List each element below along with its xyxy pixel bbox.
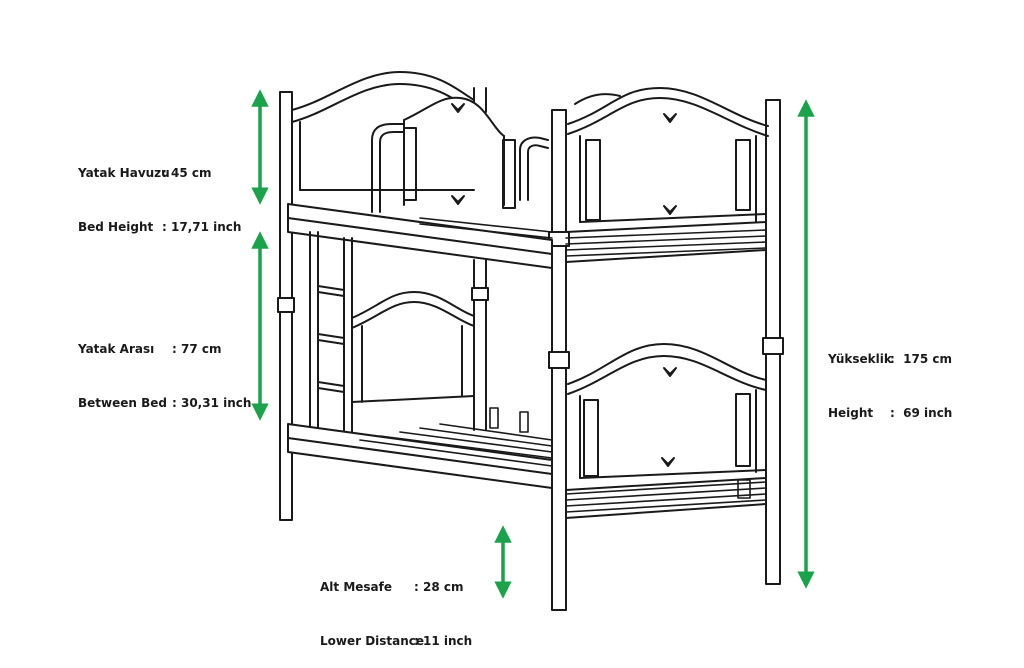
bed-height-label-tr: Yatak Havuzu — [78, 166, 170, 180]
bed-height-label-en: Bed Height — [78, 220, 154, 234]
upper-guard-rail — [371, 123, 549, 213]
total-height-value-cm: : 175 cm — [890, 352, 952, 366]
lower-distance-value-inch: : 11 inch — [414, 634, 473, 648]
total-height-label: Yükseklik: 175 cm Height : 69 inch — [828, 314, 952, 440]
front-right-post — [762, 99, 784, 585]
bed-height-label: Yatak Havuzu: 45 cm Bed Height : 17,71 in… — [78, 128, 241, 254]
upper-back-headboard — [291, 71, 475, 191]
bed-height-value-cm: : 45 cm — [162, 166, 212, 180]
lower-front-headboard — [567, 343, 767, 479]
lower-distance-label-tr: Alt Mesafe — [320, 580, 392, 594]
between-bed-label: Yatak Arası : 77 cm Between Bed : 30,31 in… — [78, 304, 251, 430]
total-height-value-inch: : 69 inch — [890, 406, 953, 420]
upper-slats — [419, 217, 767, 257]
upper-front-headboard — [567, 87, 769, 223]
between-bed-value-inch: : 30,31 inch — [172, 396, 252, 410]
lower-back-headboard — [351, 291, 475, 403]
lower-side-rail — [287, 423, 767, 519]
bunk-bed-drawing — [277, 71, 784, 611]
lower-distance-label-en: Lower Distance — [320, 634, 425, 648]
front-left-post — [548, 109, 570, 611]
ladder — [309, 231, 353, 449]
upper-foot-panel — [403, 96, 516, 209]
back-right-post — [471, 87, 489, 431]
bed-height-value-inch: : 17,71 inch — [162, 220, 242, 234]
between-bed-value-cm: : 77 cm — [172, 342, 222, 356]
total-height-label-tr: Yükseklik — [828, 352, 892, 366]
total-height-label-en: Height — [828, 406, 874, 420]
upper-side-rail — [287, 203, 767, 269]
between-bed-label-tr: Yatak Arası — [78, 342, 155, 356]
between-bed-label-en: Between Bed — [78, 396, 167, 410]
back-left-post — [277, 91, 295, 521]
lower-slats — [359, 407, 767, 513]
lower-distance-value-cm: : 28 cm — [414, 580, 464, 594]
dimension-arrows — [251, 89, 815, 599]
lower-distance-label: Alt Mesafe : 28 cm Lower Distance: 11 inc… — [320, 542, 472, 668]
